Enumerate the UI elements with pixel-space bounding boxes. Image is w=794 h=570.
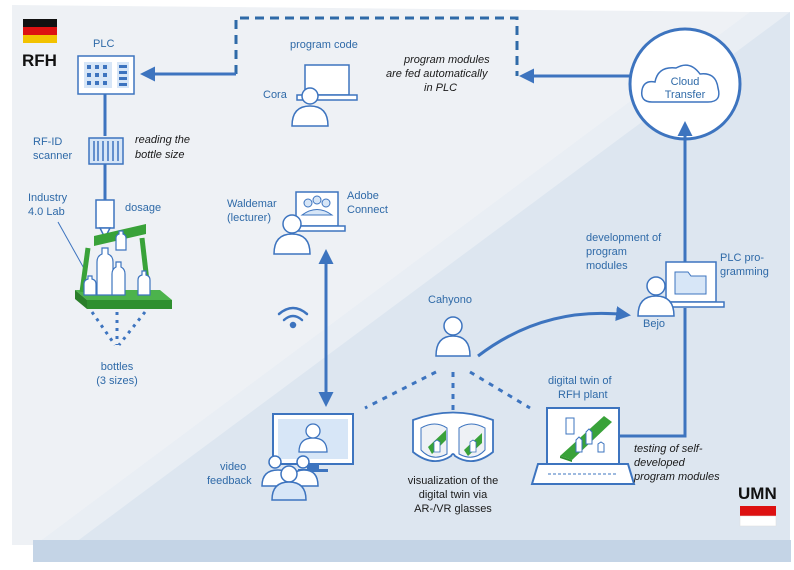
reading-label-1: reading the — [135, 134, 190, 146]
rfid-scanner-icon — [88, 137, 124, 165]
bejo-person-icon — [637, 276, 675, 317]
industry-label-1: Industry — [28, 192, 68, 204]
cora-label: Cora — [263, 89, 288, 101]
germany-flag-icon — [23, 19, 57, 43]
bottle-icon — [83, 230, 151, 296]
industry-pointer-line — [57, 221, 87, 273]
cloud-icon — [628, 27, 742, 141]
video-label-2: feedback — [207, 475, 252, 487]
audience-icon — [261, 455, 319, 501]
rfid-label-1: RF-ID — [33, 136, 62, 148]
modules-fed-line2: are fed automatically — [386, 68, 489, 80]
waldemar-label-2: (lecturer) — [227, 212, 271, 224]
testing-label-1: testing of self- — [634, 443, 703, 455]
cora-laptop-icon — [296, 64, 358, 101]
twin-to-plcprog-line — [619, 308, 687, 438]
testing-label-2: developed — [634, 457, 686, 469]
dosage-nozzle-icon — [95, 199, 115, 240]
twin-label-2: RFH plant — [558, 389, 608, 401]
dev-label-1: development of — [586, 232, 662, 244]
waldemar-person-icon — [273, 214, 311, 255]
viz-label-2: digital twin via — [419, 489, 488, 501]
monitor-icon — [272, 413, 354, 472]
bejo-label: Bejo — [643, 318, 665, 330]
dosage-label: dosage — [125, 202, 161, 214]
modules-fed-line3: in PLC — [424, 82, 457, 94]
wifi-icon — [277, 306, 309, 329]
base-slab — [33, 540, 791, 562]
cloud-label-1: Cloud — [671, 76, 700, 88]
diagonal-strip — [35, 12, 790, 545]
industry-label-2: 4.0 Lab — [28, 206, 65, 218]
arrow-cahyono-to-bejo — [477, 306, 631, 358]
cahyono-dotted-lines — [364, 370, 531, 412]
region-rfh: RFH — [22, 51, 57, 70]
cloud-label-2: Transfer — [665, 89, 706, 101]
modules-fed-line1: program modules — [403, 54, 490, 66]
adobe-laptop-icon — [288, 191, 346, 232]
plcprog-label-2: gramming — [720, 266, 769, 278]
twin-laptop-icon — [530, 407, 636, 485]
video-label-1: video — [220, 461, 246, 473]
region-umn: UMN — [738, 484, 777, 503]
cora-person-icon — [291, 87, 329, 127]
plc-label: PLC — [93, 38, 114, 50]
bottles-label-1: bottles — [101, 361, 134, 373]
bottles-dotted-lines — [90, 311, 147, 346]
plc-icon — [77, 55, 135, 95]
bottles-label-2: (3 sizes) — [96, 375, 138, 387]
adobe-label-1: Adobe — [347, 190, 379, 202]
testing-label-3: program modules — [633, 471, 720, 483]
cahyono-person-icon — [435, 316, 471, 357]
waldemar-label-1: Waldemar — [227, 198, 277, 210]
adobe-label-2: Connect — [347, 204, 388, 216]
viz-label-1: visualization of the — [408, 475, 499, 487]
bejo-laptop-icon — [657, 261, 725, 308]
rfh-panel — [12, 5, 750, 545]
dev-label-3: modules — [586, 260, 628, 272]
program-code-label: program code — [290, 39, 358, 51]
indonesia-flag-icon — [739, 506, 777, 527]
dashed-code-path — [234, 16, 519, 76]
reading-label-2: bottle size — [135, 149, 185, 161]
rfid-label-2: scanner — [33, 150, 72, 162]
plcprog-label-1: PLC pro- — [720, 252, 764, 264]
vr-glasses-icon — [412, 411, 494, 462]
dev-label-2: program — [586, 246, 627, 258]
viz-label-3: AR-/VR glasses — [414, 503, 492, 515]
twin-label-1: digital twin of — [548, 375, 613, 387]
cahyono-label: Cahyono — [428, 294, 472, 306]
